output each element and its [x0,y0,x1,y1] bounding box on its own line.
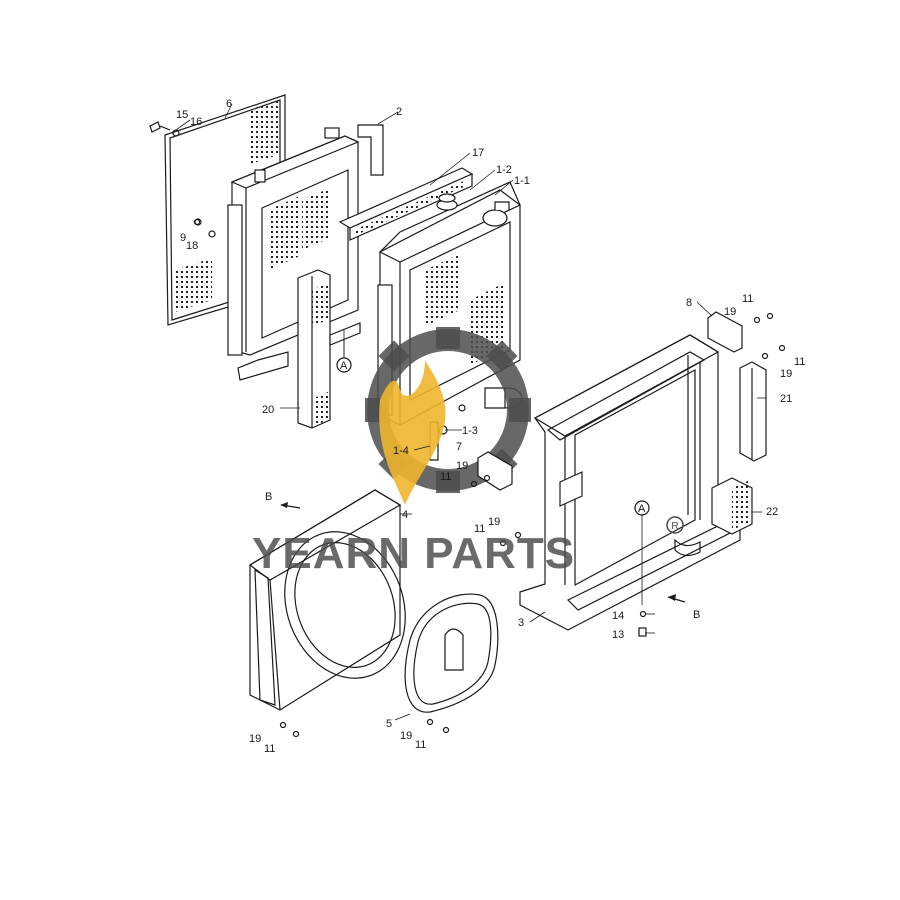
label-11-a: 11 [440,471,451,483]
registered-mark-circle [666,516,684,534]
arrow-b-right [667,594,686,603]
label-19-d: 19 [488,516,500,528]
label-17: 17 [472,147,484,159]
part-labels: 15 16 6 2 17 1-2 1-1 9 18 20 1-3 1-4 7 1… [176,98,805,755]
label-11-f: 11 [415,739,426,751]
label-21: 21 [780,393,792,405]
fasteners [193,218,786,738]
label-4: 4 [402,509,408,521]
label-9: 9 [180,232,186,244]
label-b-right: B [693,609,700,621]
wing-bolt-15 [149,121,171,133]
label-6: 6 [226,98,232,110]
label-22: 22 [766,506,778,518]
label-7: 7 [456,441,462,453]
label-3: 3 [518,617,524,629]
frame-3 [519,334,742,631]
label-a-lower: A [638,503,646,515]
label-11-e: 11 [264,743,275,755]
label-1-4: 1-4 [393,445,409,457]
block-22 [711,477,753,535]
label-19-f: 19 [400,730,412,742]
arrow-b-left [280,502,301,509]
label-a-upper: A [340,360,348,372]
registered-mark: R [671,521,678,532]
label-20: 20 [262,404,274,416]
bar-21 [739,361,767,462]
leader-lines [175,103,766,721]
bracket-8 [707,311,743,353]
label-8: 8 [686,297,692,309]
label-b-left: B [265,491,272,503]
label-19-b: 19 [724,306,736,318]
label-1-1: 1-1 [514,175,530,187]
bracket-20 [297,269,361,429]
radiator-1-1 [377,181,523,426]
label-14: 14 [612,610,624,622]
washer-18 [208,230,216,238]
label-11-c: 11 [794,356,805,368]
label-18: 18 [186,240,198,252]
fan-guard-5 [404,593,499,713]
label-11-d: 11 [474,523,485,535]
label-11-b: 11 [742,293,753,305]
label-2: 2 [396,106,402,118]
label-1-3: 1-3 [462,425,478,437]
fan-shroud-4 [248,489,406,711]
strip-17 [338,167,474,241]
cap-1-2 [438,193,456,203]
label-13: 13 [612,629,624,641]
label-16: 16 [190,116,202,128]
label-1-2: 1-2 [496,164,512,176]
label-19-a: 19 [456,460,468,472]
label-15: 15 [176,109,188,121]
watermark-text: YEARN PARTS [252,529,575,578]
label-5: 5 [386,718,392,730]
label-19-c: 19 [780,368,792,380]
label-19-e: 19 [249,733,261,745]
